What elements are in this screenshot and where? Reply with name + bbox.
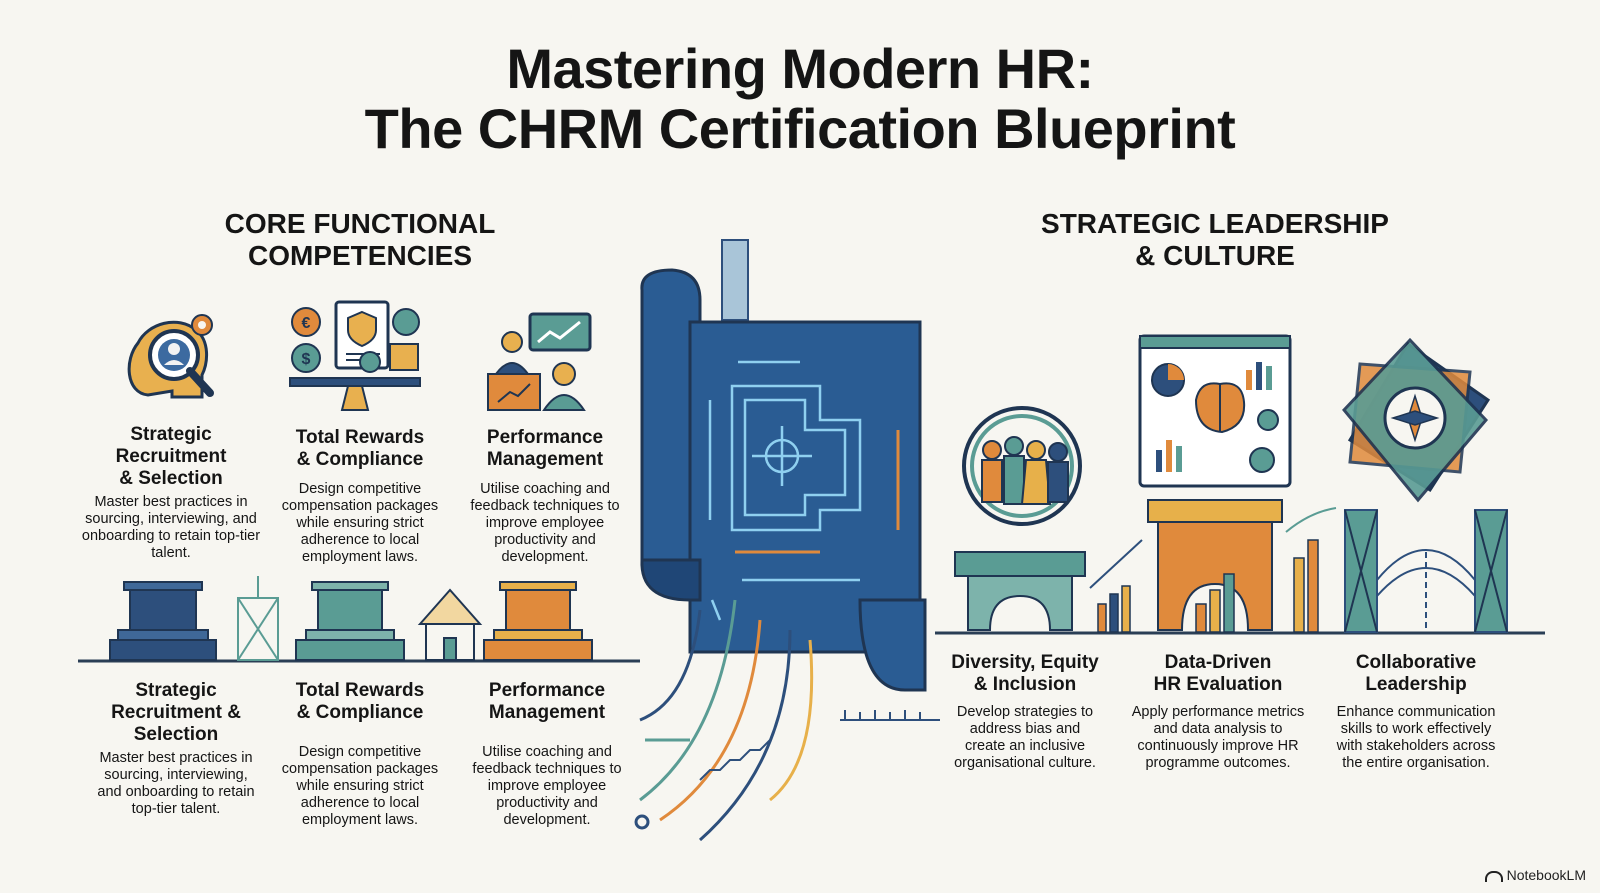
core-section-heading: CORE FUNCTIONAL COMPETENCIES	[190, 208, 530, 272]
strategic-3-heading: Collaborative Leadership	[1355, 652, 1477, 695]
svg-text:$: $	[302, 351, 311, 368]
arch-bridge-1	[954, 551, 1086, 631]
core-heading-line-1: CORE FUNCTIONAL	[224, 208, 496, 239]
core-top-2-body: Design competitive compensation packages…	[281, 481, 439, 565]
strategic-1-heading: Diversity, Equity & Inclusion	[951, 652, 1099, 695]
blueprint-scroll	[634, 239, 940, 842]
rewards-compliance-icon: € $	[289, 300, 421, 411]
hands-compass-icon	[1342, 337, 1491, 503]
svg-text:€: €	[302, 315, 311, 332]
arch-bridge-2	[1147, 499, 1283, 631]
growth-bars-2	[1195, 539, 1319, 633]
strategic-heading-line-1: STRATEGIC LEADERSHIP	[1041, 208, 1389, 239]
core-top-item-3: Performance Management Utilise coaching …	[460, 427, 630, 566]
strategic-2-body: Apply performance metrics and data analy…	[1131, 704, 1305, 771]
core-bottom-2-body: Design competitive compensation packages…	[281, 744, 439, 828]
growth-arrow-2	[1285, 507, 1337, 533]
core-bottom-item-3: Performance Management Utilise coaching …	[462, 680, 632, 829]
page-title-line-1: Mastering Modern HR:	[506, 37, 1094, 100]
strategic-section-heading: STRATEGIC LEADERSHIP & CULTURE	[1010, 208, 1420, 272]
strategic-1-body: Develop strategies to address bias and c…	[954, 704, 1096, 771]
growth-bars-1	[1097, 585, 1131, 633]
brand-label: NotebookLM	[1506, 867, 1586, 883]
notebooklm-logo-icon	[1484, 870, 1503, 882]
pillar-1	[109, 581, 217, 661]
brand-mark: NotebookLM	[1484, 867, 1586, 883]
strategic-item-3: Collaborative Leadership Enhance communi…	[1326, 652, 1506, 772]
tower-scaffold-1	[237, 576, 279, 661]
ruler-top	[721, 239, 749, 321]
pillar-3	[483, 581, 593, 661]
core-top-1-body: Master best practices in sourcing, inter…	[81, 494, 261, 561]
core-heading-line-2: COMPETENCIES	[247, 240, 473, 271]
page-title-line-2: The CHRM Certification Blueprint	[364, 97, 1236, 160]
core-bottom-3-heading: Performance Management	[488, 680, 606, 723]
strategic-item-1: Diversity, Equity & Inclusion Develop st…	[940, 652, 1110, 772]
growth-arrow-1	[1089, 539, 1143, 589]
core-top-1-heading: Strategic Recruitment & Selection	[115, 424, 227, 489]
strategic-2-heading: Data-Driven HR Evaluation	[1153, 652, 1283, 695]
core-top-item-1: Strategic Recruitment & Selection Master…	[78, 424, 264, 562]
strategic-3-body: Enhance communication skills to work eff…	[1336, 704, 1496, 771]
core-top-3-body: Utilise coaching and feedback techniques…	[470, 481, 620, 565]
core-bottom-item-2: Total Rewards & Compliance Design compet…	[268, 680, 452, 829]
performance-coaching-icon	[487, 312, 592, 411]
small-house	[417, 588, 483, 661]
strategic-item-2: Data-Driven HR Evaluation Apply performa…	[1128, 652, 1308, 772]
pillar-2	[295, 581, 405, 661]
core-top-3-heading: Performance Management	[486, 427, 604, 470]
strategic-heading-line-2: & CULTURE	[1135, 240, 1295, 271]
core-bottom-1-body: Master best practices in sourcing, inter…	[97, 750, 255, 817]
core-bottom-1-heading: Strategic Recruitment & Selection	[111, 680, 241, 745]
recruitment-search-icon	[127, 314, 214, 399]
core-bottom-item-1: Strategic Recruitment & Selection Master…	[86, 680, 266, 818]
analytics-brain-icon	[1138, 334, 1292, 488]
core-top-item-2: Total Rewards & Compliance Design compet…	[268, 427, 452, 566]
core-bottom-2-heading: Total Rewards & Compliance	[295, 680, 425, 723]
core-top-2-heading: Total Rewards & Compliance	[295, 427, 425, 470]
diverse-people-icon	[962, 406, 1082, 526]
steel-bridge	[1344, 509, 1508, 633]
core-bottom-3-body: Utilise coaching and feedback techniques…	[472, 744, 622, 828]
